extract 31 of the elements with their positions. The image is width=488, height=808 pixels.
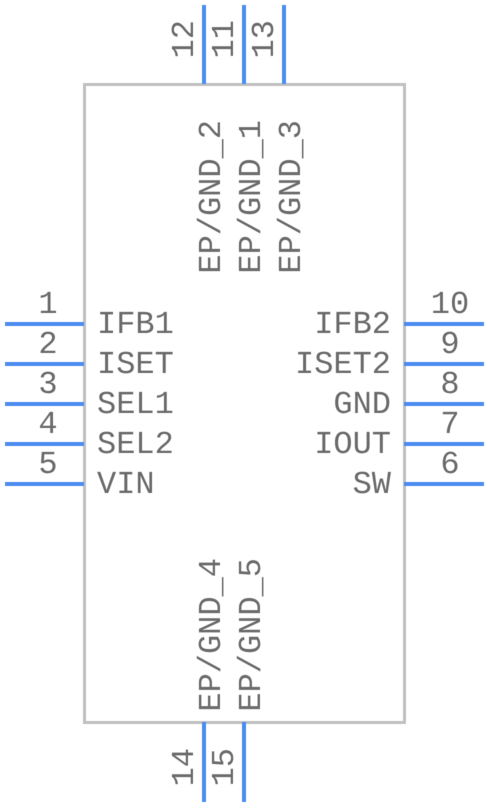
pin-number: 12 (169, 20, 201, 58)
pin-name: EP/GND_3 (276, 120, 308, 274)
pin-number: 11 (209, 20, 241, 58)
ic-body-outline (83, 83, 406, 724)
pin-name: SEL1 (97, 389, 174, 421)
pin-number: 10 (430, 289, 470, 321)
pin-number: 1 (37, 289, 59, 321)
pin-name: ISET2 (294, 349, 391, 381)
pin-name: SEL2 (97, 429, 174, 461)
pin-name: VIN (97, 469, 155, 501)
pin-number: 7 (439, 409, 461, 441)
pin-number: 3 (37, 369, 59, 401)
pin-name: IOUT (314, 429, 391, 461)
pin-number: 2 (37, 329, 59, 361)
pin-number: 5 (37, 449, 59, 481)
pin-name: IFB2 (314, 309, 391, 341)
pin-name: EP/GND_2 (196, 120, 228, 274)
pin-name: ISET (97, 349, 174, 381)
pin-number: 13 (249, 20, 281, 58)
pin-number: 14 (169, 748, 201, 786)
pin-name: EP/GND_1 (236, 120, 268, 274)
pin-number: 15 (209, 748, 241, 786)
pin-name: IFB1 (97, 309, 174, 341)
pin-number: 6 (439, 449, 461, 481)
pin-name: GND (333, 389, 391, 421)
pin-name: SW (352, 469, 391, 501)
pin-number: 9 (439, 329, 461, 361)
pin-name: EP/GND_4 (196, 558, 228, 712)
pin-name: EP/GND_5 (236, 558, 268, 712)
pin-number: 8 (439, 369, 461, 401)
pin-number: 4 (37, 409, 59, 441)
